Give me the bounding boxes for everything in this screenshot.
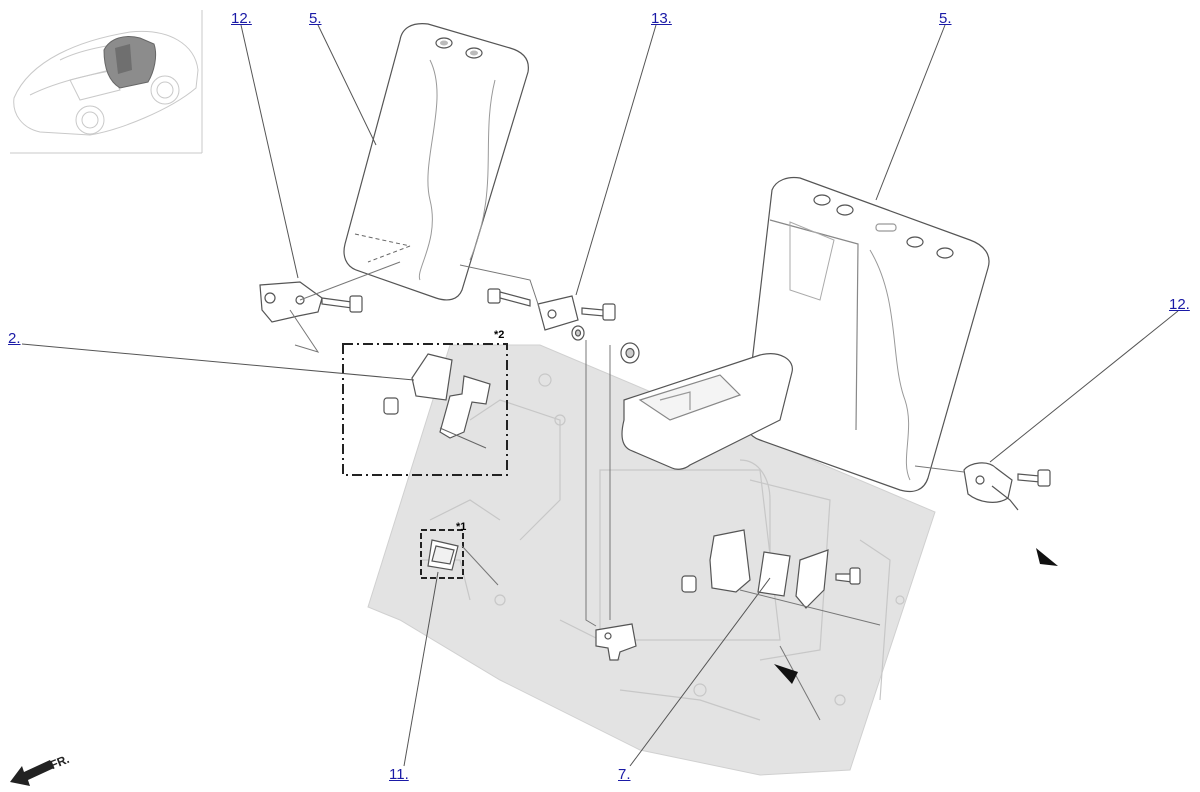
bolt-left: [321, 295, 363, 313]
floor-bracket: [595, 623, 637, 661]
center-armrest: [621, 353, 793, 470]
group-2-mark: *2: [494, 329, 505, 341]
right-seatback: [744, 176, 990, 493]
bolt-center-right: [581, 303, 616, 321]
right-hinge-bracket: [963, 462, 1019, 511]
callout-12-right[interactable]: 12.: [1169, 296, 1190, 313]
callout-5-right[interactable]: 5.: [939, 10, 952, 27]
connector-lines: [289, 261, 965, 721]
callout-11[interactable]: 11.: [389, 766, 409, 783]
buckle-assembly-part-7: [681, 529, 861, 609]
direction-arrow-floor: [774, 664, 798, 684]
bolt-center-left: [487, 288, 531, 307]
center-hinge-bracket: [537, 295, 579, 331]
seat-belt-buckle-part-2: [383, 353, 491, 449]
group-1-boundary: [420, 529, 464, 579]
vehicle-locator-thumbnail: [10, 10, 203, 154]
callout-12-top[interactable]: 12.: [231, 10, 252, 27]
leader-lines: [21, 24, 1179, 767]
bolt-right: [1017, 469, 1051, 487]
thumbnail-rear-seat-highlight: [103, 36, 157, 89]
group-2-boundary: [342, 343, 508, 476]
callout-2[interactable]: 2.: [8, 330, 21, 347]
callout-13[interactable]: 13.: [651, 10, 672, 27]
washer-small: [571, 325, 585, 341]
group-1-mark: *1: [456, 521, 467, 533]
front-arrow: [10, 760, 54, 786]
callout-7[interactable]: 7.: [618, 766, 631, 783]
left-hinge-bracket: [259, 281, 323, 323]
left-seatback: [343, 23, 529, 301]
sensor-part-11: [427, 539, 459, 571]
washer-large: [620, 342, 640, 364]
callout-5-left[interactable]: 5.: [309, 10, 322, 27]
direction-arrow-right: [1036, 548, 1058, 566]
